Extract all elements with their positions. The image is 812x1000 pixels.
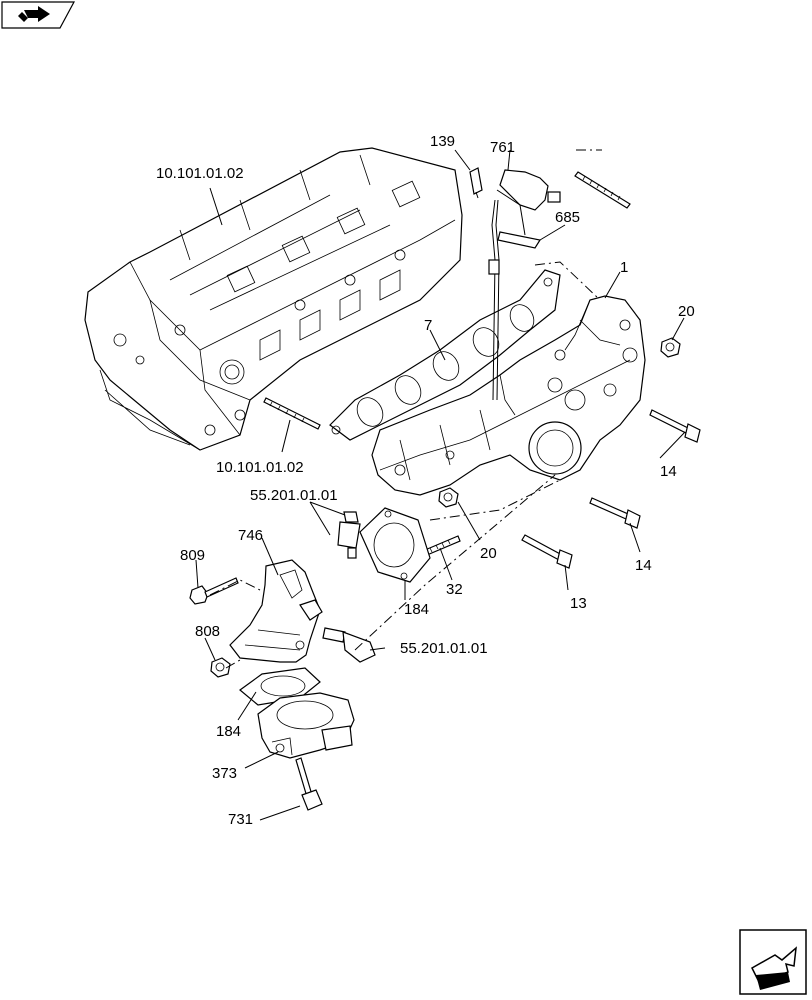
- bolt-13: [521, 534, 573, 569]
- label-32[interactable]: 32: [446, 581, 463, 598]
- label-14-bottom[interactable]: 14: [635, 557, 652, 574]
- sensor-top: [337, 511, 361, 559]
- stud-32: [424, 535, 461, 556]
- intake-manifold: [371, 295, 646, 496]
- arrow-right-icon: [18, 6, 50, 22]
- label-cylinder-head-top[interactable]: 10.101.01.02: [156, 165, 244, 182]
- nut-20-top: [660, 337, 681, 358]
- label-139[interactable]: 139: [430, 133, 455, 150]
- label-731[interactable]: 731: [228, 811, 253, 828]
- label-sensor-top[interactable]: 55.201.01.01: [250, 487, 338, 504]
- label-7[interactable]: 7: [424, 317, 432, 334]
- label-1[interactable]: 1: [620, 259, 628, 276]
- alignment-lines: [209, 149, 602, 669]
- bolt-14-top: [649, 409, 701, 443]
- inlet-elbow-746: [229, 559, 323, 663]
- label-809[interactable]: 809: [180, 547, 205, 564]
- stud-top-right: [574, 171, 631, 209]
- label-808[interactable]: 808: [195, 623, 220, 640]
- cylinder-head: [84, 147, 463, 451]
- label-746[interactable]: 746: [238, 527, 263, 544]
- temperature-sensor-harness: [469, 167, 561, 401]
- label-761[interactable]: 761: [490, 139, 515, 156]
- label-184-right[interactable]: 184: [404, 601, 429, 618]
- label-685[interactable]: 685: [555, 209, 580, 226]
- next-page-button[interactable]: [739, 929, 807, 995]
- label-184-left[interactable]: 184: [216, 723, 241, 740]
- leader-lines: [195, 149, 686, 821]
- bolt-731: [295, 757, 323, 811]
- label-13[interactable]: 13: [570, 595, 587, 612]
- label-cylinder-head-bottom[interactable]: 10.101.01.02: [216, 459, 304, 476]
- throttle-body-373: [257, 692, 355, 759]
- next-page-arrow-icon: [751, 946, 797, 990]
- label-373[interactable]: 373: [212, 765, 237, 782]
- prev-page-button[interactable]: [1, 1, 76, 29]
- label-14-top[interactable]: 14: [660, 463, 677, 480]
- bolt-14-bottom: [589, 497, 641, 529]
- sensor-bottom: [322, 627, 376, 663]
- bolt-808: [210, 657, 231, 678]
- bolt-809: [189, 577, 239, 605]
- label-20-top[interactable]: 20: [678, 303, 695, 320]
- gasket-184-right: [359, 507, 431, 583]
- manifold-gasket: [329, 269, 561, 441]
- label-sensor-bottom[interactable]: 55.201.01.01: [400, 640, 488, 657]
- label-20-bottom[interactable]: 20: [480, 545, 497, 562]
- callout-labels: 10.101.01.02 139 761 685 1 20 7 14 10.10…: [156, 133, 695, 828]
- stud-head-bottom: [263, 397, 321, 430]
- nut-20-bottom: [438, 487, 459, 508]
